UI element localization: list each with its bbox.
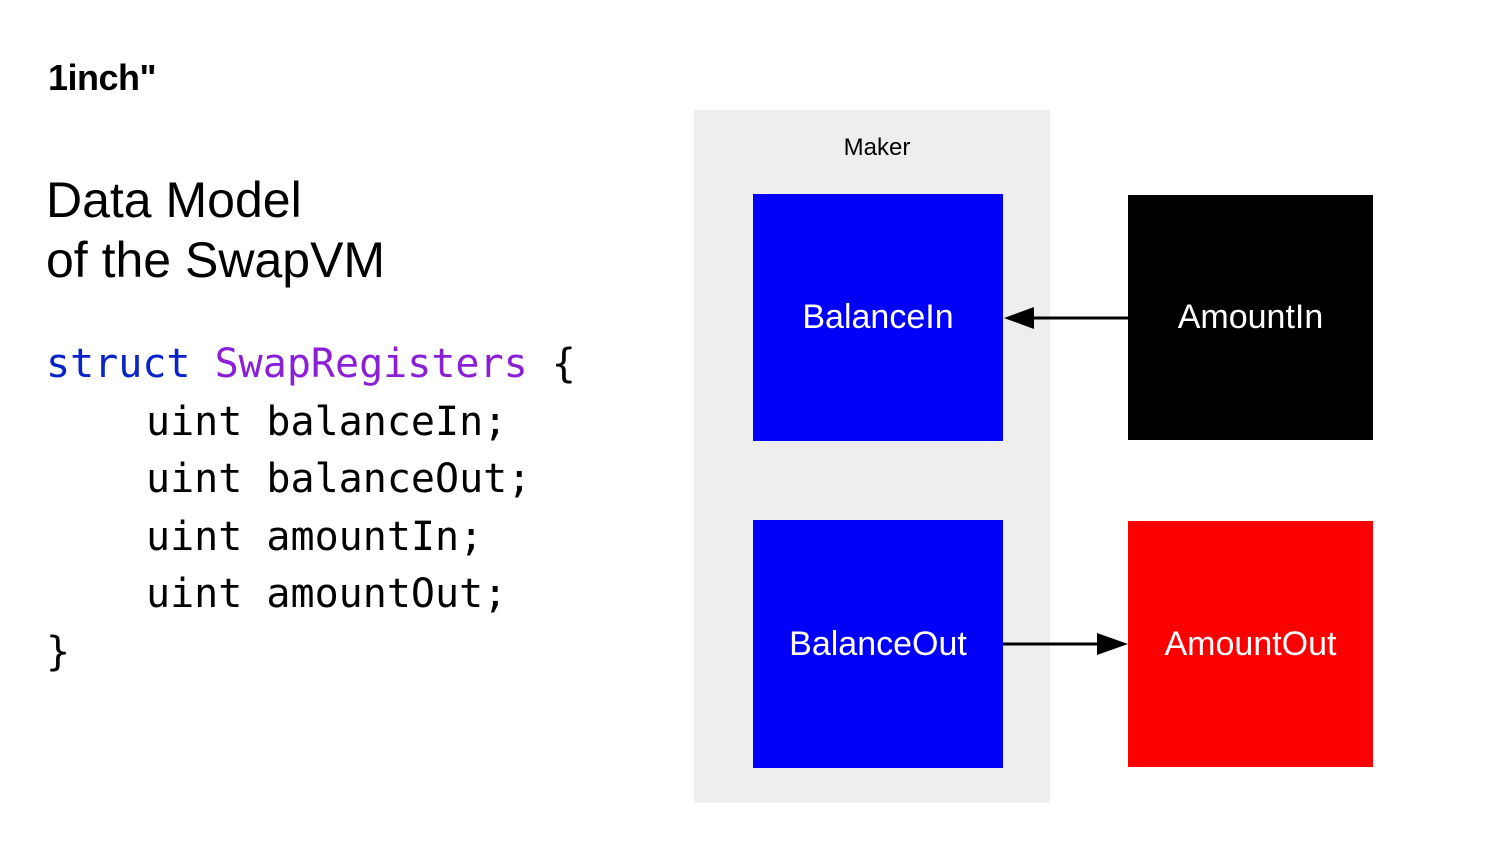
title-line-1: Data Model <box>46 172 302 228</box>
code-field-line: uint balanceOut; <box>46 451 576 509</box>
code-field-type: uint <box>146 398 243 445</box>
amount-in-label: AmountIn <box>1177 298 1324 336</box>
code-line-struct: struct SwapRegisters { <box>46 336 576 394</box>
code-field-type: uint <box>146 571 243 617</box>
arrowhead-right-icon <box>1097 633 1128 655</box>
code-field-type: uint <box>146 456 243 502</box>
code-type-name: SwapRegisters <box>214 341 528 387</box>
brand-logo: 1inch" <box>48 57 157 98</box>
amount-in-box: AmountIn <box>1128 195 1373 440</box>
maker-label: Maker <box>843 134 911 161</box>
code-field-name: amountIn; <box>266 513 484 560</box>
balance-in-label: BalanceIn <box>802 298 954 336</box>
code-open-brace: { <box>551 341 576 387</box>
code-field-line: uint amountIn; <box>46 509 576 567</box>
amount-out-box: AmountOut <box>1128 521 1373 767</box>
code-field-line: uint amountOut; <box>46 566 576 624</box>
balance-out-label: BalanceOut <box>789 624 967 663</box>
code-close-brace: } <box>46 628 71 675</box>
balance-out-box: BalanceOut <box>753 520 1003 768</box>
balance-in-box: BalanceIn <box>753 194 1003 441</box>
code-field-type: uint <box>146 513 243 560</box>
code-field-line: uint balanceIn; <box>46 394 576 452</box>
amount-out-label: AmountOut <box>1164 624 1337 663</box>
code-block: struct SwapRegisters {uint balanceIn;uin… <box>46 336 576 681</box>
code-field-name: balanceIn; <box>266 398 508 445</box>
title-line-2: of the SwapVM <box>46 232 386 288</box>
slide-title: Data Model of the SwapVM <box>46 170 385 290</box>
code-keyword: struct <box>46 341 191 387</box>
code-line-close: } <box>46 624 576 682</box>
code-field-name: balanceOut; <box>266 456 532 502</box>
code-field-name: amountOut; <box>266 571 508 617</box>
